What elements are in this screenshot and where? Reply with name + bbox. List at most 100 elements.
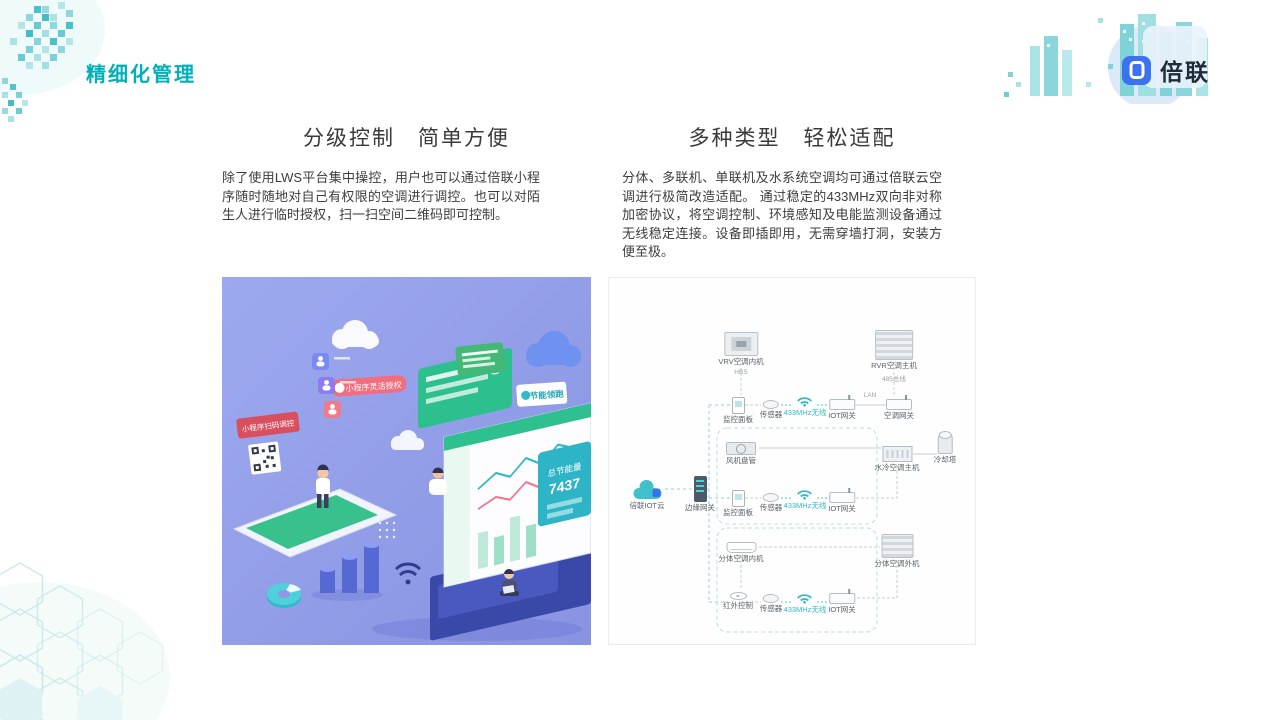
ac-gateway-icon xyxy=(886,395,912,410)
page-title: 精细化管理 xyxy=(86,64,196,86)
person-figure xyxy=(316,464,330,508)
diagram-node-split-outdoor: 分体空调外机 xyxy=(875,534,920,569)
node-label: IOT网关 xyxy=(828,605,856,614)
node-label: 传感器 xyxy=(759,604,783,613)
authorization-banner-label: 小程序灵活授权 xyxy=(345,380,402,394)
node-label: 倍联IOT云 xyxy=(629,501,665,510)
node-label: 水冷空调主机 xyxy=(874,463,920,472)
control-panel-icon xyxy=(731,397,745,414)
person-figure xyxy=(500,569,519,596)
left-section-body: 除了使用LWS平台集中操控，用户也可以通过倍联小程序随时随地对自己有权限的空调进… xyxy=(222,170,540,222)
node-label: 风机盘管 xyxy=(726,456,756,465)
node-label: 边缘网关 xyxy=(685,503,715,512)
diagram-node-cooling-tower: 冷却塔 xyxy=(933,431,957,465)
diagram-node-iot-gateway-2: IOT网关 xyxy=(828,488,856,514)
diagram-node-vrv-indoor: VRV空调内机 HBS xyxy=(718,332,764,376)
node-sublabel: HBS xyxy=(734,368,748,376)
cloud-icon xyxy=(630,480,664,500)
diagram-node-wireless-1: 433MHz无线 xyxy=(783,394,827,418)
diagram-node-sensor-2: 传感器 xyxy=(759,493,783,513)
app-icon-stack xyxy=(312,353,356,418)
person-figure xyxy=(429,467,447,495)
outdoor-unit-icon xyxy=(874,330,913,360)
stat-panel: 总节能量 7437 xyxy=(538,441,591,527)
cloud-chip-icon xyxy=(652,489,660,497)
diagram-node-split-indoor: 分体空调内机 xyxy=(719,542,764,564)
node-label: 空调网关 xyxy=(884,411,914,420)
brand-logo-icon xyxy=(1122,55,1151,85)
node-label: 433MHz无线 xyxy=(783,501,827,510)
right-section-body: 分体、多联机、单联机及水系统空调均可通过倍联云空调进行极简改造适配。 通过稳定的… xyxy=(622,170,942,259)
node-label: 433MHz无线 xyxy=(783,605,827,614)
diagram-node-iot-cloud: 倍联IOT云 xyxy=(630,480,665,511)
ir-controller-icon xyxy=(729,592,747,600)
tablet-illustration xyxy=(232,488,398,558)
brand-logo: 倍联 xyxy=(1122,53,1210,87)
diagram-node-ac-gateway: 空调网关 xyxy=(884,395,914,421)
node-label: IOT网关 xyxy=(828,411,856,420)
platform-illustration: 节能领跑 小程序灵活授权 小程序扫码调控 xyxy=(222,277,591,645)
diagram-node-wireless-3: 433MHz无线 xyxy=(783,591,827,615)
diagram-node-panel-1: 监控面板 xyxy=(723,397,753,425)
outdoor-unit-icon xyxy=(881,534,913,558)
energy-leader-sign: 节能领跑 xyxy=(516,381,568,407)
diagram-node-wireless-2: 433MHz无线 xyxy=(783,487,827,511)
sensor-icon xyxy=(763,594,779,603)
diagram-node-fan-coil: 风机盘管 xyxy=(726,442,756,466)
fan-coil-icon xyxy=(726,442,756,455)
diagram-node-chiller: 水冷空调主机 xyxy=(875,446,920,473)
diagram-node-ir-control: 红外控制 xyxy=(723,592,753,611)
edge-server-icon xyxy=(693,476,707,502)
right-section-heading: 多种类型 轻松适配 xyxy=(688,127,896,150)
split-indoor-unit-icon xyxy=(726,542,756,553)
diagram-connectors xyxy=(665,358,937,633)
qr-sign: 小程序扫码调控 xyxy=(236,411,300,439)
wifi-icon xyxy=(797,397,813,407)
node-label: VRV空调内机 xyxy=(718,357,764,366)
wifi-icon xyxy=(394,562,422,585)
authorization-banner: 小程序灵活授权 xyxy=(330,375,407,397)
stat-value: 7437 xyxy=(549,475,580,498)
wifi-icon xyxy=(797,490,813,500)
node-label: 冷却塔 xyxy=(933,455,957,464)
node-label: 分体空调外机 xyxy=(874,559,920,568)
node-sublabel: 485总线 xyxy=(882,375,906,383)
node-label: 传感器 xyxy=(759,503,783,512)
iot-gateway-icon xyxy=(829,589,855,604)
diagram-node-sensor-3: 传感器 xyxy=(759,594,783,614)
cloud-icon xyxy=(391,430,424,450)
cassette-unit-icon xyxy=(723,332,758,356)
cloud-icon xyxy=(526,331,581,367)
node-label: RVR空调主机 xyxy=(871,361,917,370)
iot-gateway-icon xyxy=(829,488,855,503)
diagram-node-rvr-outdoor: RVR空调主机 485总线 xyxy=(871,330,917,383)
sensor-icon xyxy=(763,400,779,409)
node-label: 监控面板 xyxy=(723,415,753,424)
green-sign xyxy=(455,342,506,377)
pixel-mosaic-decoration xyxy=(0,0,105,122)
hexagon-pattern-decoration xyxy=(0,562,170,720)
iot-gateway-icon xyxy=(829,395,855,410)
energy-sign-label: 节能领跑 xyxy=(529,389,564,401)
node-label: 监控面板 xyxy=(723,508,753,517)
node-label: 传感器 xyxy=(759,410,783,419)
wifi-icon xyxy=(797,594,813,604)
control-panel-icon xyxy=(731,490,745,507)
pie-chart xyxy=(267,583,301,608)
diagram-node-iot-gateway-1: IOT网关 xyxy=(828,395,856,421)
brand-logo-text: 倍联 xyxy=(1160,59,1210,85)
laptop-screen-dashboard xyxy=(443,402,591,588)
node-label: 433MHz无线 xyxy=(783,408,827,417)
sensor-icon xyxy=(763,493,779,502)
qr-code-icon xyxy=(248,441,282,475)
diagram-node-panel-2: 监控面板 xyxy=(723,490,753,518)
topology-diagram: VRV空调内机 HBS RVR空调主机 485总线 监控面板 传感器 433MH… xyxy=(608,277,976,645)
cooling-tower-icon xyxy=(937,431,953,454)
bar-chart-cylinders xyxy=(311,542,383,601)
node-label: 分体空调内机 xyxy=(718,554,764,563)
diagram-node-edge-gateway: 边缘网关 xyxy=(685,476,715,513)
dot-grid-decoration xyxy=(378,521,396,539)
node-label: 红外控制 xyxy=(723,601,753,610)
lan-tag: LAN xyxy=(863,392,877,399)
